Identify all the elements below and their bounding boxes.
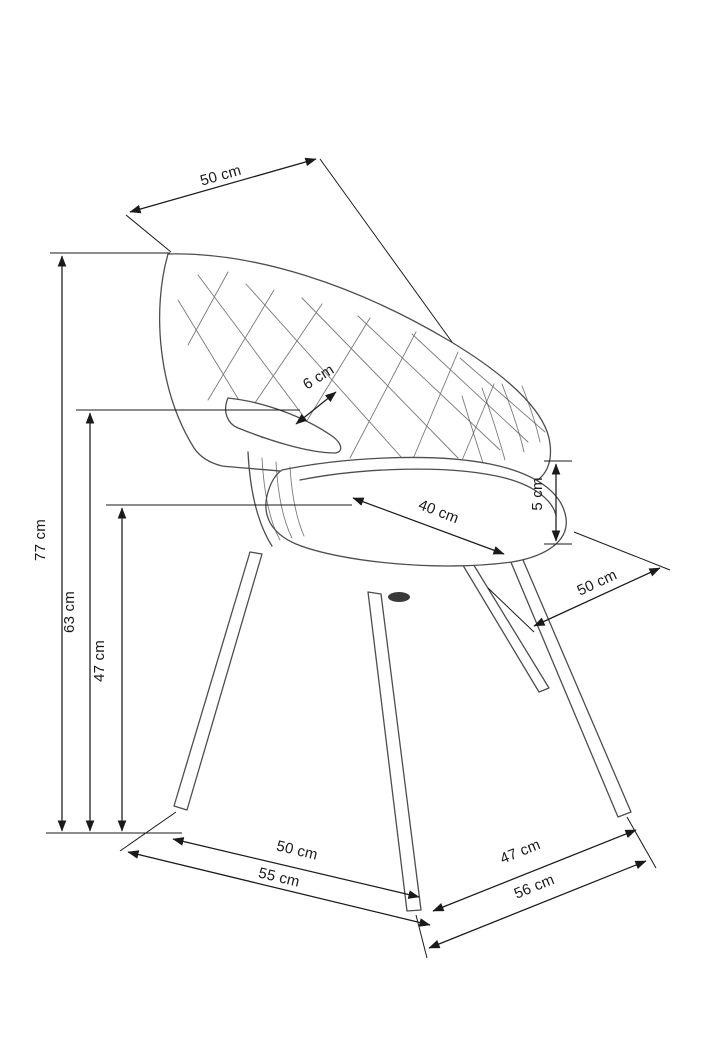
label-overall-height: 77 cm [32, 519, 49, 561]
ext-backwidth-right [319, 158, 453, 343]
wing-channels [461, 383, 541, 467]
chair-backrest [158, 253, 552, 488]
ext-seatwidth-right [573, 531, 671, 571]
chair-leg-right [504, 545, 632, 818]
dim-back-width [129, 157, 317, 214]
label-base-depth-outer: 56 cm [512, 871, 557, 902]
skirt-edge [247, 451, 273, 547]
label-base-width-outer: 55 cm [257, 864, 302, 890]
label-back-width: 50 cm [198, 162, 243, 190]
ext-foot-right [626, 816, 657, 869]
ext-seatwidth-left [487, 587, 535, 633]
chair-sketch [158, 253, 632, 912]
label-cushion-thickness: 5 cm [529, 477, 546, 510]
dim-armrest-thickness [295, 391, 337, 425]
dim-seat-width [533, 567, 661, 627]
dim-base-depth-outer [428, 860, 647, 949]
dimension-arrows [57, 157, 661, 949]
label-base-width-inner: 50 cm [275, 837, 320, 863]
seat-seam [299, 468, 557, 516]
label-seat-height: 47 cm [91, 640, 108, 682]
backrest-quilting [177, 271, 546, 471]
dimension-lines [46, 157, 671, 959]
chair-leg-front [367, 591, 422, 912]
dim-base-width-outer [127, 850, 431, 927]
skirt-pleats [261, 457, 305, 541]
label-base-depth-inner: 47 cm [498, 836, 543, 867]
chair-leg-left [173, 551, 263, 811]
label-seat-width: 50 cm [575, 566, 620, 599]
dim-seat-depth [352, 497, 505, 555]
ext-backwidth-left [125, 214, 172, 253]
label-backrest-height: 63 cm [61, 591, 78, 633]
leg-mount-front [388, 592, 410, 602]
ext-foot-left [119, 811, 177, 852]
